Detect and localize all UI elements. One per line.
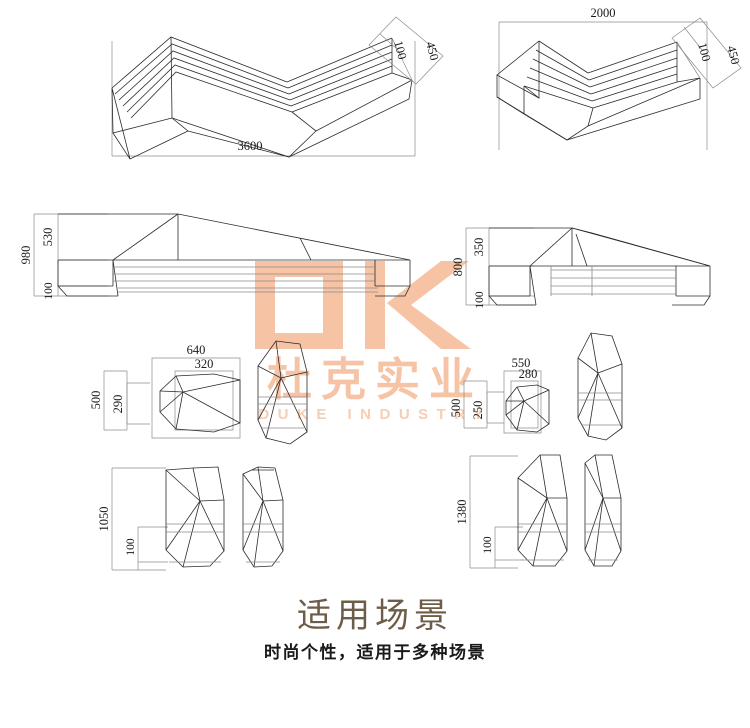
drawing-elev-large-bench: 980 530 100 <box>19 213 411 300</box>
dim-label-1050: 1050 <box>97 507 111 532</box>
dim-label-100: 100 <box>125 538 137 556</box>
dim-label-350: 350 <box>472 238 486 257</box>
dim-label-100: 100 <box>43 282 55 300</box>
dim-label-980: 980 <box>19 246 33 265</box>
drawing-iso-large-bench: 100 450 3600 <box>111 16 444 160</box>
dim-label-800: 800 <box>451 258 465 277</box>
dim-label-500: 500 <box>89 391 103 410</box>
dim-label-100: 100 <box>482 536 494 554</box>
drawing-elev-small-bench: 800 350 100 <box>451 227 711 309</box>
dim-label-500: 500 <box>449 399 463 418</box>
drawing-stool-elev-c: 1050 100 <box>97 466 284 571</box>
dim-label-100: 100 <box>474 291 486 309</box>
dim-label-550: 550 <box>512 356 531 370</box>
page-subtitle: 时尚个性，适用于多种场景 <box>264 643 486 663</box>
drawing-stool-plan-b: 550 280 500 250 <box>449 332 623 441</box>
dim-label-450: 450 <box>724 44 742 66</box>
dim-label-290: 290 <box>111 395 125 414</box>
dim-label-3600: 3600 <box>238 139 263 153</box>
dim-label-450: 450 <box>423 40 441 62</box>
dim-label-100: 100 <box>391 39 409 61</box>
drawing-iso-small-bench: 2000 <box>496 6 742 150</box>
drawing-stool-elev-d: 1380 100 <box>455 454 622 569</box>
dim-label-530: 530 <box>41 228 55 247</box>
page-title: 适用场景 <box>297 596 453 636</box>
dim-label-1380: 1380 <box>455 500 469 525</box>
dim-label-320: 320 <box>195 357 214 371</box>
drawing-stool-plan-a: 640 320 500 290 <box>89 340 308 445</box>
dim-label-280: 280 <box>519 367 538 381</box>
dim-label-100: 100 <box>695 41 713 63</box>
dim-label-250: 250 <box>471 401 485 420</box>
dim-label-640: 640 <box>187 343 206 357</box>
dim-label-2000: 2000 <box>591 6 616 20</box>
